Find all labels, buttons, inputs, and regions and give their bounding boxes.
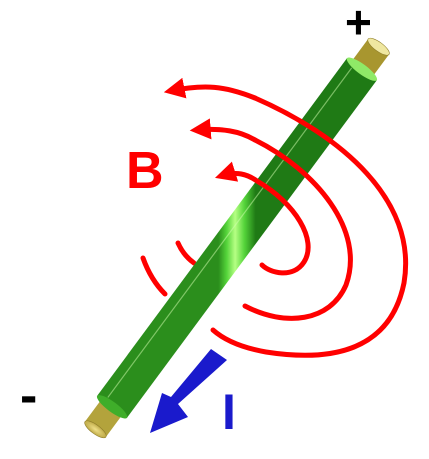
field-label: B	[126, 142, 164, 200]
field-line-outer-back	[170, 87, 255, 98]
field-line-middle-back	[196, 129, 255, 140]
current-label: I	[222, 384, 236, 440]
field-line-left-stub-a	[143, 258, 165, 294]
negative-terminal-label: -	[20, 367, 37, 425]
wire-insulation	[97, 58, 377, 418]
field-line-inner-back	[221, 174, 257, 181]
positive-terminal-label: +	[345, 0, 372, 48]
field-line-left-stub-b	[178, 243, 194, 263]
